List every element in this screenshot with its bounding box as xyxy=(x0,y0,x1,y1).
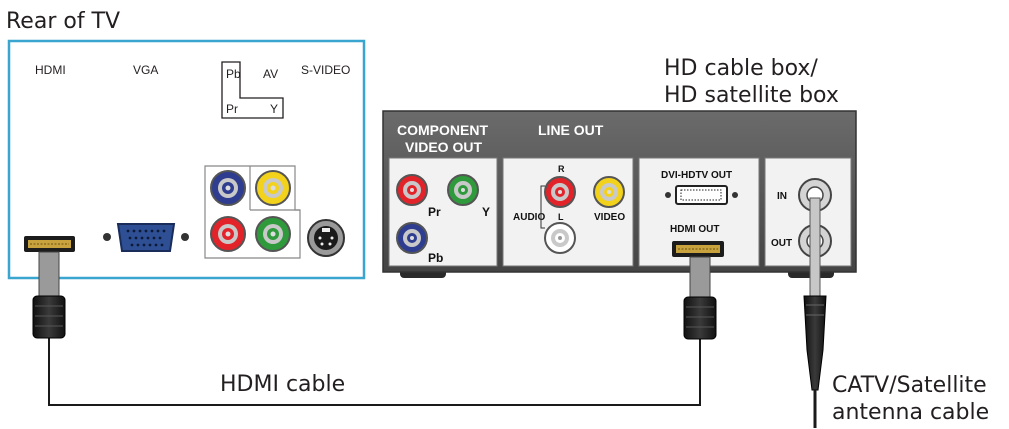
box-jack-video[interactable] xyxy=(593,176,625,208)
hdmi-cable xyxy=(32,251,717,406)
tv-hdmi-port[interactable] xyxy=(24,236,75,252)
catv-cable-label-line1: CATV/Satellite xyxy=(832,373,987,398)
tv-jack-pb[interactable] xyxy=(210,170,246,206)
hdmi-cable-label: HDMI cable xyxy=(220,372,345,397)
tv-pb-label: Pb xyxy=(226,67,241,81)
box-jack-y[interactable] xyxy=(447,174,479,206)
box-audio-bracket xyxy=(540,185,545,229)
hdmi-cable-line xyxy=(48,335,701,406)
box-r-label: R xyxy=(558,164,565,174)
hd-box-label-line2: HD satellite box xyxy=(664,83,839,108)
box-component-label-line1: COMPONENT xyxy=(397,122,488,138)
box-jack-audio-l[interactable] xyxy=(544,222,576,254)
box-l-label: L xyxy=(558,212,564,222)
box-y-label: Y xyxy=(482,205,490,219)
catv-cable-label-line2: antenna cable xyxy=(832,400,989,425)
box-panel-lineout xyxy=(502,157,634,267)
box-in-label: IN xyxy=(777,191,787,202)
box-jack-audio-r[interactable] xyxy=(544,176,576,208)
tv-pr-label: Pr xyxy=(226,102,238,116)
box-hdmi-out-label: HDMI OUT xyxy=(670,224,719,235)
tv-vga-label: VGA xyxy=(133,63,158,77)
tv-y-label: Y xyxy=(270,102,278,116)
box-component-label-line2: VIDEO OUT xyxy=(405,139,482,155)
tv-component-frame xyxy=(221,61,284,119)
box-pr-label: Pr xyxy=(428,205,441,219)
tv-svideo-label: S-VIDEO xyxy=(301,63,350,77)
box-out-label: OUT xyxy=(771,238,792,249)
box-dvi-port[interactable] xyxy=(665,185,738,205)
tv-jack-y[interactable] xyxy=(255,216,291,252)
tv-hdmi-label: HDMI xyxy=(35,63,66,77)
rear-of-tv-label: Rear of TV xyxy=(6,9,120,34)
hd-cable-box: COMPONENT VIDEO OUT LINE OUT Pr Y Pb R L… xyxy=(382,110,857,278)
tv-vga-port[interactable] xyxy=(103,223,189,252)
box-jack-pb[interactable] xyxy=(396,222,428,254)
box-hdmi-port[interactable] xyxy=(672,241,724,257)
tv-jack-pr[interactable] xyxy=(210,216,246,252)
hdmi-plug-tv xyxy=(32,251,66,339)
antenna-cable xyxy=(803,197,827,428)
box-dvi-label: DVI-HDTV OUT xyxy=(661,170,732,181)
box-video-label: VIDEO xyxy=(594,212,625,223)
hdmi-plug-box xyxy=(683,256,717,340)
tv-jack-av[interactable] xyxy=(255,170,291,206)
hd-box-label-line1: HD cable box/ xyxy=(664,56,818,81)
box-audio-label: AUDIO xyxy=(513,212,545,223)
tv-rear-panel: HDMI VGA Pb AV Pr Y S-VIDEO xyxy=(7,39,366,280)
tv-svideo-port[interactable] xyxy=(307,219,345,257)
tv-av-label: AV xyxy=(263,67,278,81)
box-pb-label: Pb xyxy=(428,251,443,265)
box-jack-pr[interactable] xyxy=(396,174,428,206)
box-line-out-label: LINE OUT xyxy=(538,122,604,138)
